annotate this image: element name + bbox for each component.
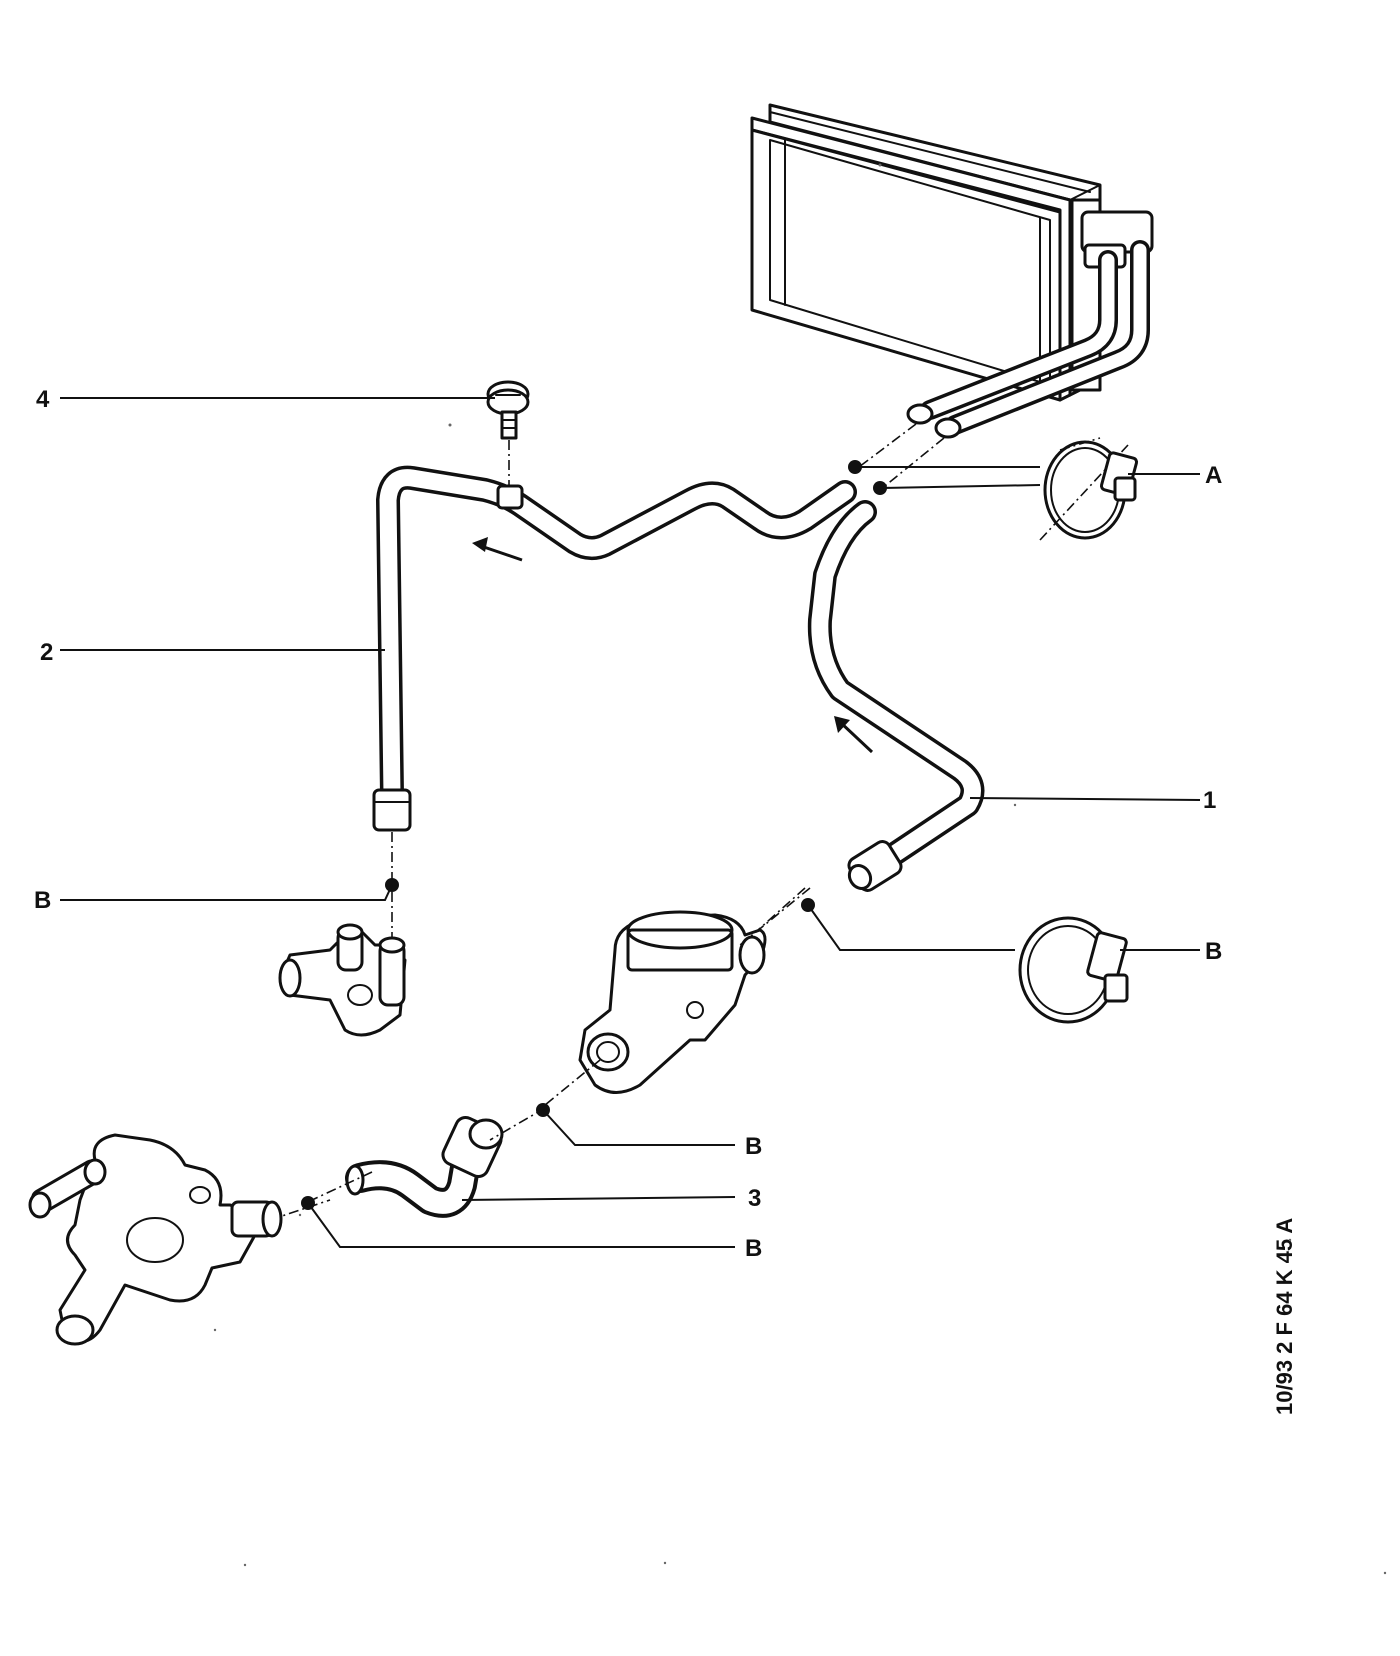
water-pump <box>28 1133 331 1346</box>
callout-b-mid: B <box>745 1133 762 1160</box>
hose-1 <box>807 500 985 892</box>
leader-b-bottom <box>307 1202 735 1248</box>
clamp-b-right <box>1018 916 1129 1024</box>
callout-1: 1 <box>1203 787 1216 814</box>
leader-b-right-dot <box>807 904 1015 951</box>
clamp-a <box>1043 440 1139 540</box>
heater-core <box>750 103 1154 439</box>
leader-b-mid <box>542 1109 735 1146</box>
leader-a-lower <box>879 484 1041 489</box>
callout-b-bottom: B <box>745 1235 762 1262</box>
leader-b-left <box>60 884 393 901</box>
callout-b-left: B <box>34 887 51 914</box>
hose-2 <box>372 465 857 832</box>
callout-a: A <box>1205 462 1222 489</box>
flow-arrow-hose-2 <box>472 537 523 562</box>
callout-4: 4 <box>36 386 50 413</box>
hose-3 <box>345 1115 504 1218</box>
leader-1 <box>969 797 1201 801</box>
leader-3 <box>461 1196 736 1201</box>
drawing-reference-code: 10/93 2 F 64 K 45 A <box>1272 1218 1297 1415</box>
pipe-union-left <box>278 832 407 1037</box>
callout-3: 3 <box>748 1185 761 1212</box>
thermostat-housing <box>544 887 806 1106</box>
flow-arrow-hose-1 <box>834 716 874 754</box>
bleed-screw-4 <box>486 380 530 486</box>
callout-b-right: B <box>1205 938 1222 965</box>
callout-2: 2 <box>40 639 53 666</box>
